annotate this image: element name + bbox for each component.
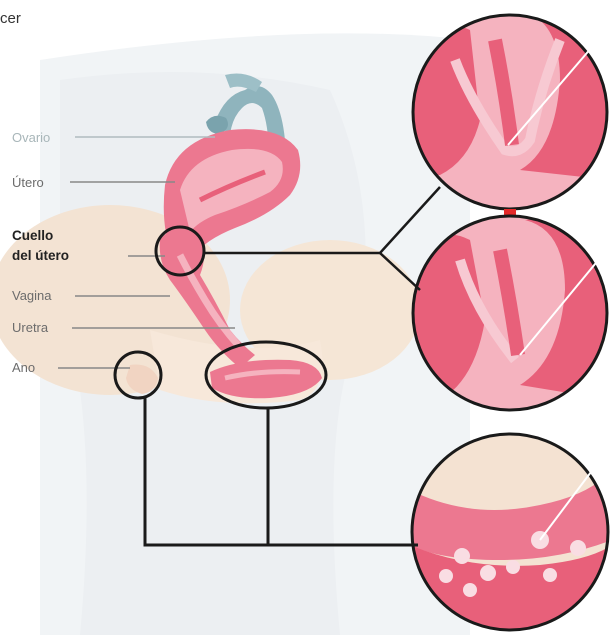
label-cuello-line1: Cuello xyxy=(12,228,53,243)
label-utero: Útero xyxy=(12,175,44,190)
label-ovario: Ovario xyxy=(12,130,50,145)
label-vagina: Vagina xyxy=(12,288,52,303)
label-uretra: Uretra xyxy=(12,320,48,335)
label-cuello-line2: del útero xyxy=(12,248,69,263)
label-ano: Ano xyxy=(12,360,35,375)
